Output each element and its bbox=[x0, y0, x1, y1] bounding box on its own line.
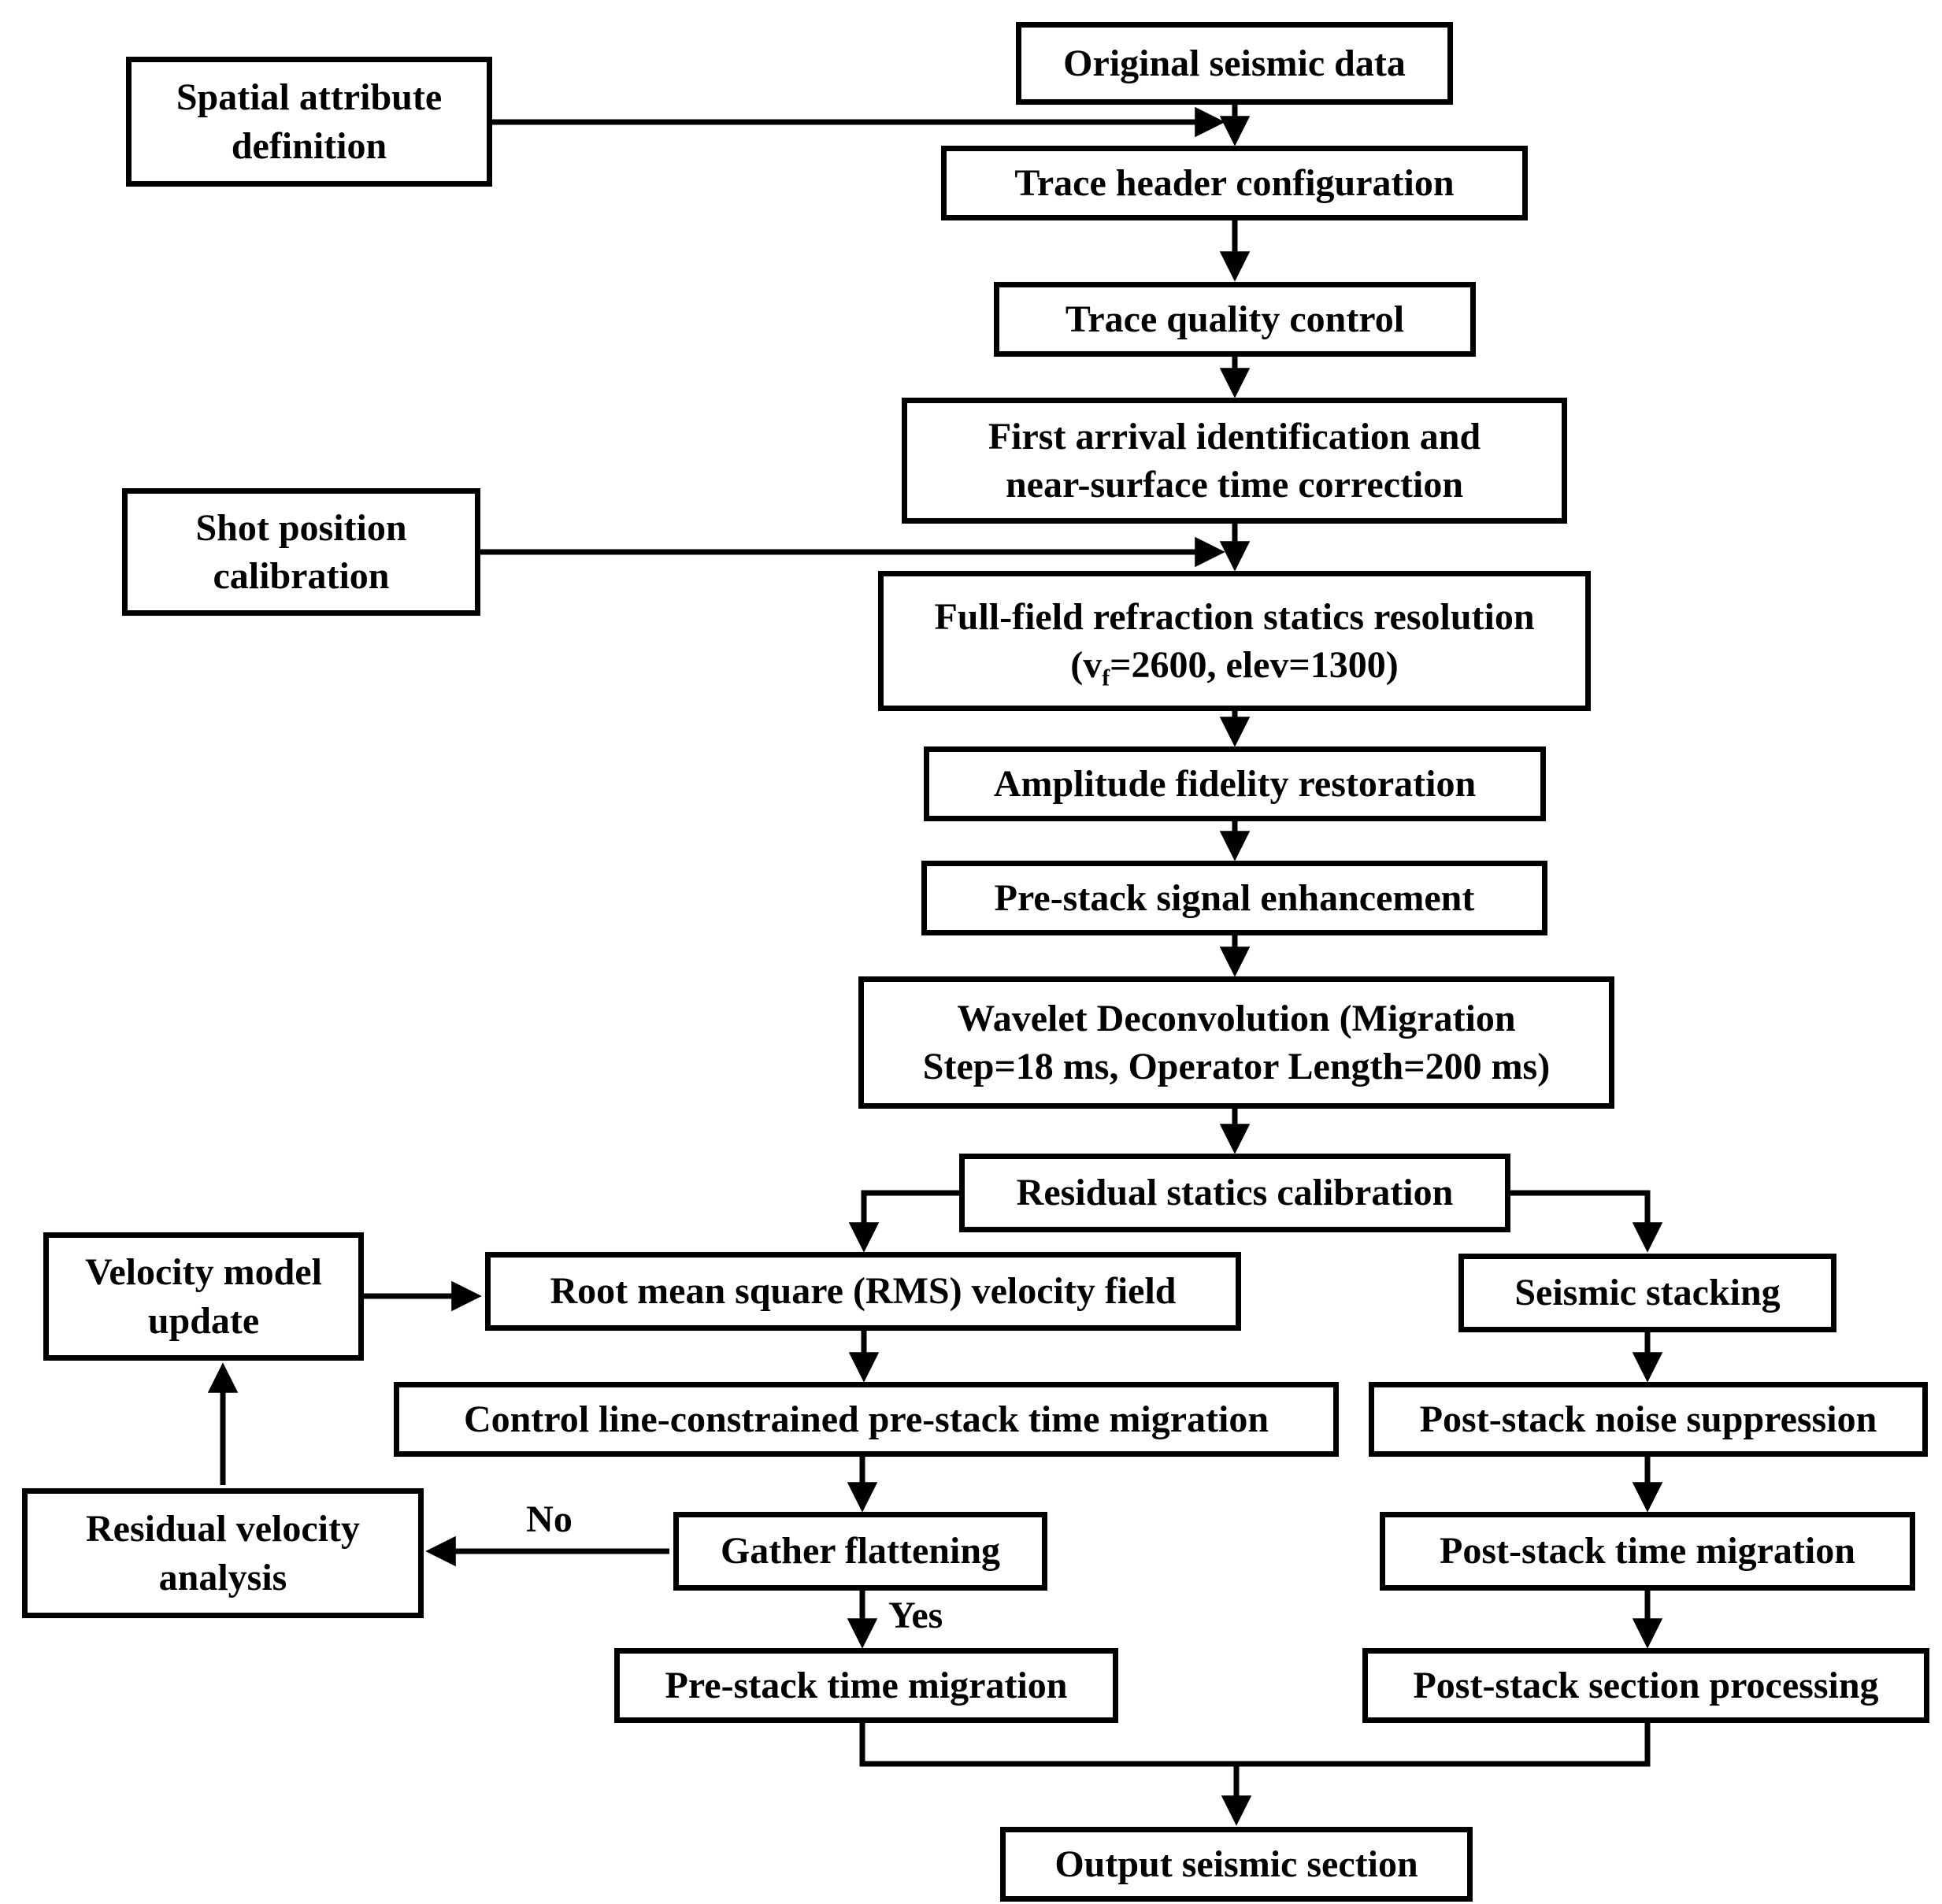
node-prestack-signal-enhancement: Pre-stack signal enhancement bbox=[921, 861, 1547, 935]
node-label: Pre-stack time migration bbox=[665, 1664, 1068, 1706]
node-label: Trace header configuration bbox=[1014, 161, 1455, 204]
node-shot-position-calibration: Shot position calibration bbox=[122, 488, 480, 616]
node-residual-velocity-analysis: Residual velocity analysis bbox=[22, 1488, 424, 1618]
node-label-line2: (vf=2600, elev=1300) bbox=[1070, 644, 1399, 691]
node-label-line2: calibration bbox=[213, 555, 390, 597]
node-label: Post-stack section processing bbox=[1413, 1664, 1879, 1706]
node-label: Control line-constrained pre-stack time … bbox=[463, 1398, 1269, 1440]
node-label-line1: Full-field refraction statics resolution bbox=[934, 595, 1535, 638]
subscript-f: f bbox=[1102, 665, 1110, 691]
node-label: Root mean square (RMS) velocity field bbox=[550, 1270, 1177, 1313]
node-label-line1: Velocity model bbox=[85, 1251, 322, 1294]
node-output-seismic-section: Output seismic section bbox=[1000, 1827, 1473, 1902]
edge-label-no: No bbox=[526, 1498, 573, 1540]
node-label: Gather flattening bbox=[720, 1530, 1001, 1572]
node-trace-quality-control: Trace quality control bbox=[994, 282, 1476, 357]
edge-label-yes: Yes bbox=[888, 1595, 943, 1636]
node-label: Seismic stacking bbox=[1514, 1272, 1781, 1314]
node-trace-header-configuration: Trace header configuration bbox=[941, 146, 1528, 220]
node-label: Post-stack time migration bbox=[1440, 1530, 1855, 1572]
node-label-line1: Spatial attribute bbox=[176, 76, 443, 119]
node-label: Pre-stack signal enhancement bbox=[994, 876, 1475, 919]
node-post-stack-section-processing: Post-stack section processing bbox=[1362, 1648, 1929, 1723]
arrow-residual-statics-to-rms bbox=[848, 1190, 959, 1253]
node-original-seismic-data: Original seismic data bbox=[1016, 22, 1453, 105]
node-label-line1: First arrival identification and bbox=[988, 415, 1481, 457]
node-label-line1: Shot position bbox=[195, 506, 407, 549]
node-wavelet-deconvolution: Wavelet Deconvolution (Migration Step=18… bbox=[858, 976, 1614, 1109]
node-residual-statics-calibration: Residual statics calibration bbox=[959, 1154, 1510, 1232]
node-label-line1: Residual velocity bbox=[86, 1508, 360, 1550]
node-label-line2: definition bbox=[231, 124, 387, 167]
node-seismic-stacking: Seismic stacking bbox=[1458, 1254, 1836, 1332]
node-first-arrival-identification: First arrival identification and near-su… bbox=[902, 398, 1567, 524]
node-label: Trace quality control bbox=[1065, 298, 1405, 340]
node-spatial-attribute-definition: Spatial attribute definition bbox=[126, 57, 492, 187]
node-gather-flattening: Gather flattening bbox=[673, 1512, 1047, 1591]
node-control-line-constrained-pstm: Control line-constrained pre-stack time … bbox=[394, 1382, 1339, 1457]
node-rms-velocity-field: Root mean square (RMS) velocity field bbox=[485, 1252, 1241, 1331]
node-label: Output seismic section bbox=[1054, 1843, 1418, 1885]
node-pre-stack-time-migration: Pre-stack time migration bbox=[614, 1648, 1118, 1723]
node-post-stack-noise-suppression: Post-stack noise suppression bbox=[1369, 1382, 1928, 1457]
node-amplitude-fidelity-restoration: Amplitude fidelity restoration bbox=[924, 746, 1546, 821]
node-label: Residual statics calibration bbox=[1016, 1172, 1454, 1214]
node-post-stack-time-migration: Post-stack time migration bbox=[1380, 1512, 1915, 1591]
node-label-line2: Step=18 ms, Operator Length=200 ms) bbox=[922, 1046, 1551, 1087]
node-label-line2: analysis bbox=[158, 1556, 287, 1598]
node-velocity-model-update: Velocity model update bbox=[43, 1232, 364, 1361]
node-label: Original seismic data bbox=[1063, 42, 1406, 84]
node-label: Amplitude fidelity restoration bbox=[993, 762, 1477, 805]
node-label: Post-stack noise suppression bbox=[1419, 1398, 1877, 1440]
arrow-residual-statics-to-seismic-stacking bbox=[1510, 1190, 1663, 1253]
node-full-field-refraction-statics: Full-field refraction statics resolution… bbox=[878, 571, 1591, 711]
node-label-line1: Wavelet Deconvolution (Migration bbox=[957, 997, 1516, 1039]
merge-line-to-output bbox=[859, 1723, 1651, 1767]
node-label-line2: update bbox=[147, 1299, 260, 1342]
node-label-line2: near-surface time correction bbox=[1005, 464, 1464, 506]
